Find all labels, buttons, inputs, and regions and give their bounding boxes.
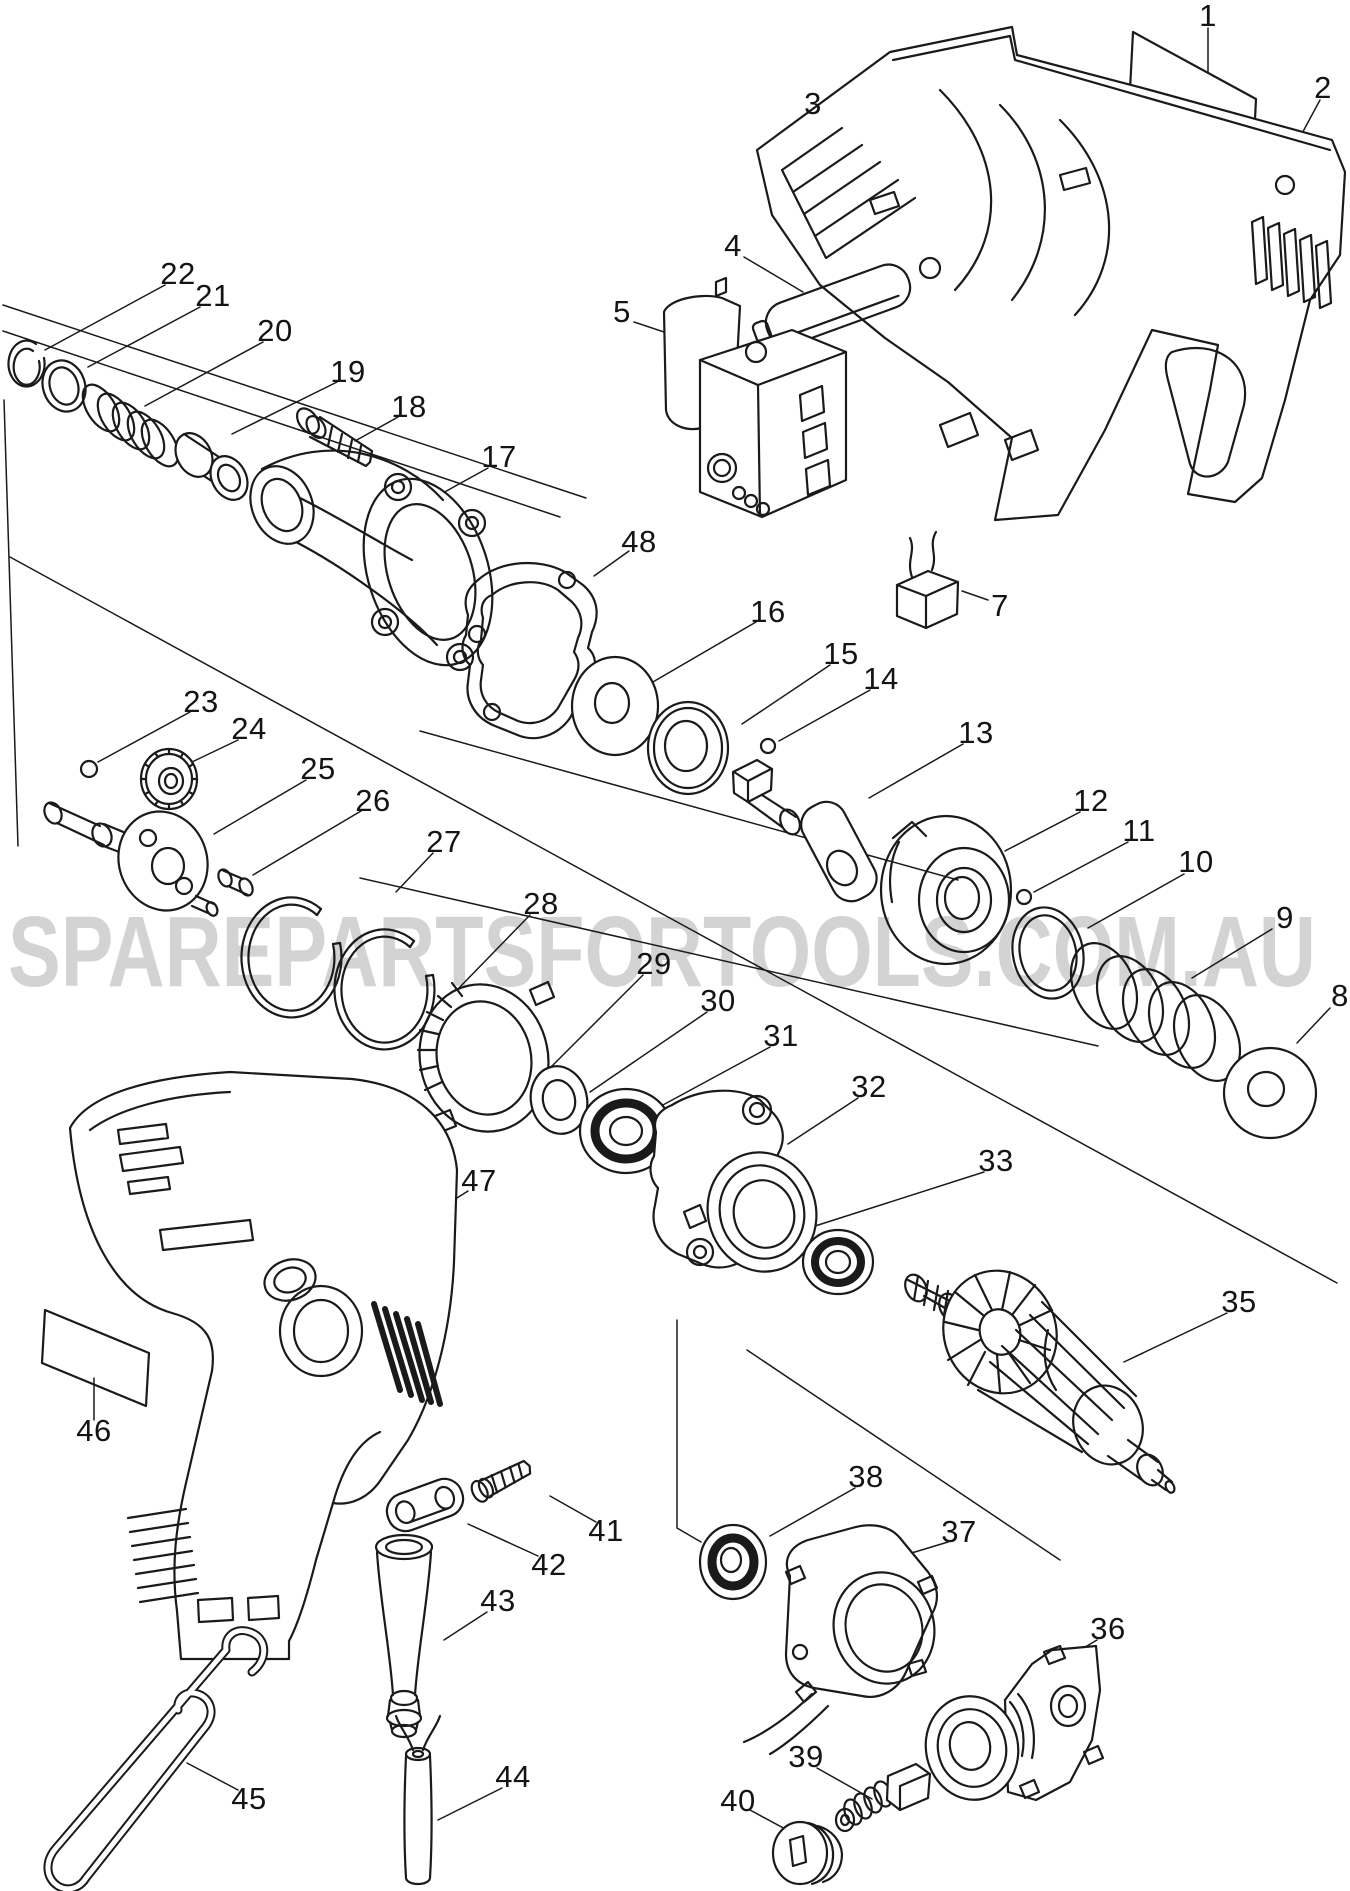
part-22-ring xyxy=(7,339,46,388)
part-label-36: 36 xyxy=(1090,1611,1126,1646)
part-label-17: 17 xyxy=(481,439,517,474)
part-label-41: 41 xyxy=(588,1513,624,1548)
part-33-ball-bearing xyxy=(801,1228,875,1296)
part-24-gear xyxy=(139,747,199,811)
part-35-armature xyxy=(904,1269,1176,1494)
part-label-25: 25 xyxy=(300,751,336,786)
part-label-29: 29 xyxy=(636,946,672,981)
part-7-carbon-brush xyxy=(895,530,960,630)
part-label-48: 48 xyxy=(621,524,657,559)
part-47-motor-housing xyxy=(68,1070,459,1661)
part-39-brush-spring xyxy=(834,1762,932,1833)
part-label-3: 3 xyxy=(804,86,822,121)
part-label-12: 12 xyxy=(1073,783,1109,818)
part-label-38: 38 xyxy=(848,1459,884,1494)
part-label-16: 16 xyxy=(750,594,786,629)
frame-axis-lines xyxy=(2,304,1338,1561)
part-37-field xyxy=(742,1524,939,1756)
part-label-14: 14 xyxy=(863,661,899,696)
part-label-26: 26 xyxy=(355,783,391,818)
part-10-ring xyxy=(1011,906,1085,1000)
part-label-20: 20 xyxy=(257,313,293,348)
part-26-pin xyxy=(217,868,254,897)
part-label-32: 32 xyxy=(851,1069,887,1104)
part-label-33: 33 xyxy=(978,1143,1014,1178)
part-label-35: 35 xyxy=(1221,1284,1257,1319)
part-28-cam-ring xyxy=(416,980,556,1136)
part-label-31: 31 xyxy=(763,1018,799,1053)
part-41-screw xyxy=(470,1459,532,1503)
part-42-cord-clip xyxy=(385,1477,465,1533)
part-label-45: 45 xyxy=(231,1781,267,1816)
part-label-1: 1 xyxy=(1199,0,1217,33)
part-45-hanger xyxy=(43,1626,269,1891)
part-label-44: 44 xyxy=(495,1759,531,1794)
part-23-steel-ball xyxy=(79,759,99,779)
part-label-42: 42 xyxy=(531,1547,567,1582)
part-31-32-gear-housing xyxy=(649,1089,818,1273)
part-43-cord-guard xyxy=(374,1533,434,1739)
part-3-housing xyxy=(755,25,1347,522)
part-label-8: 8 xyxy=(1331,978,1349,1013)
part-label-39: 39 xyxy=(788,1739,824,1774)
part-label-9: 9 xyxy=(1276,900,1294,935)
part-46-label xyxy=(40,1308,151,1408)
part-25-spindle xyxy=(43,801,219,917)
part-label-46: 46 xyxy=(76,1413,112,1448)
part-label-10: 10 xyxy=(1178,844,1214,879)
part-48-gasket xyxy=(461,561,598,740)
part-label-15: 15 xyxy=(823,636,859,671)
part-44-power-cord xyxy=(394,1714,442,1886)
part-label-13: 13 xyxy=(958,715,994,750)
part-13-anvil xyxy=(731,758,878,903)
part-12-hammer xyxy=(879,814,1013,966)
part-label-27: 27 xyxy=(426,824,462,859)
part-36-end-bracket xyxy=(924,1644,1105,1802)
part-29-washer xyxy=(529,1065,589,1135)
part-20-spring xyxy=(81,383,180,468)
part-label-24: 24 xyxy=(231,711,267,746)
part-label-47: 47 xyxy=(461,1163,497,1198)
part-label-19: 19 xyxy=(330,354,366,389)
part-label-28: 28 xyxy=(523,886,559,921)
part-38-ball-bearing xyxy=(698,1523,768,1601)
part-19-bushing xyxy=(174,432,249,501)
part-15-washer xyxy=(646,700,730,796)
part-14-steel-ball xyxy=(759,737,777,755)
part-5-switch xyxy=(662,276,848,519)
part-label-4: 4 xyxy=(724,228,742,263)
part-label-23: 23 xyxy=(183,684,219,719)
part-11-steel-ball xyxy=(1015,888,1033,906)
part-label-18: 18 xyxy=(391,389,427,424)
part-label-21: 21 xyxy=(195,278,231,313)
part-label-5: 5 xyxy=(613,294,631,329)
part-label-11: 11 xyxy=(1122,813,1156,848)
part-27-retaining-rings xyxy=(240,896,436,1051)
part-21-washer xyxy=(41,359,87,413)
part-40-brush-cap xyxy=(771,1820,844,1886)
part-8-washer xyxy=(1222,1046,1318,1140)
part-label-22: 22 xyxy=(160,256,196,291)
part-label-7: 7 xyxy=(991,588,1009,623)
part-label-2: 2 xyxy=(1314,70,1332,105)
part-label-30: 30 xyxy=(700,983,736,1018)
part-17-hammer-case xyxy=(249,449,494,672)
part-9-spring xyxy=(1069,942,1242,1082)
part-30-ball-bearing xyxy=(578,1087,674,1175)
part-16-washer xyxy=(570,655,660,757)
part-label-37: 37 xyxy=(941,1514,977,1549)
part-label-43: 43 xyxy=(480,1583,516,1618)
part-label-40: 40 xyxy=(720,1783,756,1818)
